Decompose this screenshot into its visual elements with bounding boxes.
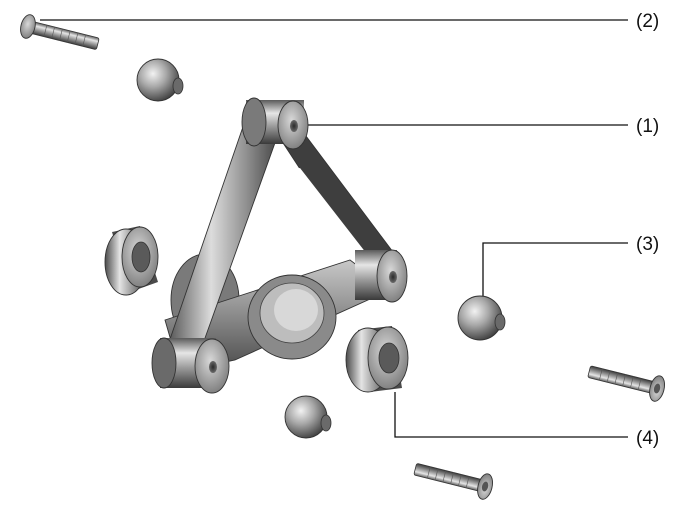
- ball-joint-top: [136, 58, 184, 102]
- callout-label-1: (1): [636, 116, 659, 137]
- ball-joint-bottom: [284, 395, 332, 439]
- callout-labels: (2) (1) (3) (4): [636, 11, 659, 449]
- callout-label-2: (2): [636, 11, 659, 32]
- callout-label-3: (3): [636, 234, 659, 255]
- screw-right: [587, 365, 665, 402]
- screw-top-left: [20, 14, 100, 50]
- bearing-right: [345, 326, 409, 393]
- leader-lines: [40, 19, 628, 438]
- bearing-left: [104, 226, 159, 296]
- screw-bottom: [413, 463, 493, 500]
- leader-line-4: [394, 392, 628, 438]
- callout-label-4: (4): [636, 428, 659, 449]
- ball-joint-right: [457, 295, 506, 341]
- leader-line-3: [482, 242, 628, 296]
- rocker-arm: [151, 97, 408, 394]
